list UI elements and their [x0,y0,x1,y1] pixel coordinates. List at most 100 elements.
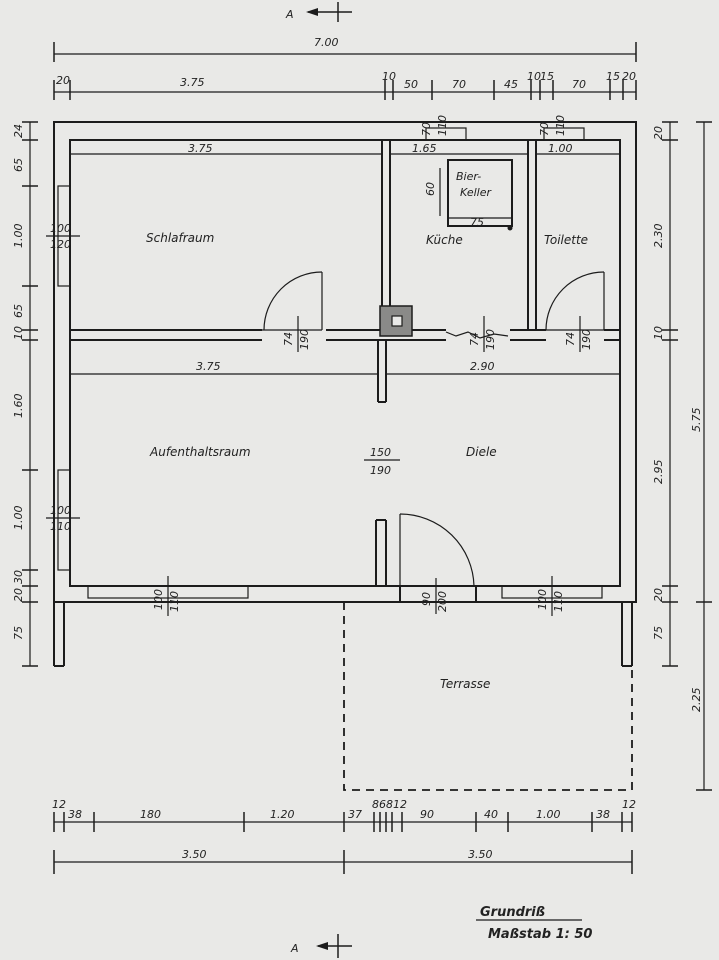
dim-bottom-10: 90 [420,808,434,821]
section-marker-top: A [285,2,352,22]
dim-right-3: 10 [652,326,665,340]
dim-top-seg-2: 3.75 [180,76,205,89]
dim-left-9: 20 [12,588,25,602]
dimension-bottom-halves: 3.50 3.50 [53,848,633,874]
section-marker-label: A [285,8,294,21]
dim-top-seg-3: 10 [382,70,396,83]
dim-bottom-1: 12 [52,798,66,811]
opening-mid-num: 150 [370,446,391,459]
dim-bottom-13: 38 [596,808,610,821]
door-kueche-den: 190 [484,329,497,350]
door-toilette-num: 74 [564,332,577,346]
dim-top-seg-5: 70 [452,78,466,91]
dim-left-3: 1.00 [12,224,25,249]
dim-right-1: 20 [652,126,665,140]
plan-scale: Maßstab 1: 50 [488,927,592,942]
dim-bottom-14: 12 [622,798,636,811]
dim-bottom-12: 1.00 [536,808,561,821]
dim-kueche-width: 1.65 [412,142,437,155]
dim-toilette-width: 1.00 [548,142,573,155]
window-left-top-num: 100 [50,222,71,235]
room-label-terrasse: Terrasse [440,677,490,691]
dim-bottom-6: 8 [372,798,379,811]
door-kueche-num: 74 [468,332,481,346]
dim-left-10: 75 [12,626,25,640]
door-terrasse-den: 200 [436,591,449,612]
window-bottom-right-den: 110 [552,591,565,612]
dim-left-2: 65 [12,158,25,172]
dim-bottom-2: 38 [68,808,82,821]
dim-bottom-half-right: 3.50 [468,848,493,861]
dim-right-total: 5.75 [690,408,703,433]
dim-left-4: 65 [12,304,25,318]
title-block: Grundriß Maßstab 1: 50 [476,905,592,942]
dim-top-seg-4: 50 [404,78,418,91]
dim-left-6: 1.60 [12,394,25,419]
terrace: Terrasse [343,602,633,791]
dim-top-seg-10: 15 [606,70,620,83]
window-left-top-den: 120 [50,238,71,251]
bierkeller: Bier- Keller 60 75 [424,159,513,231]
windows [57,127,603,599]
dim-bottom-8: 8 [386,798,393,811]
window-left-bot-num: 100 [50,504,71,517]
dim-right-5: 20 [652,588,665,602]
dim-right-6: 75 [652,626,665,640]
interior-dimensions: 3.75 1.65 1.00 3.75 2.90 [70,142,620,375]
dim-top-seg-7: 10 [527,70,541,83]
bierkeller-label-2: Keller [460,186,492,199]
section-marker-label-bottom: A [290,942,299,955]
door-terrasse-num: 90 [420,592,433,606]
opening-labels: 70 110 70 110 100 120 100 110 74 190 74 … [46,115,593,616]
window-wc-num: 70 [538,122,551,136]
dim-right-terrace: 2.25 [690,688,703,713]
bierkeller-height: 60 [424,182,437,196]
dim-bottom-4: 1.20 [270,808,295,821]
dimension-top-overall: 7.00 [53,36,637,62]
dim-left-7: 1.00 [12,506,25,531]
dimension-top-segments: 20 3.75 10 50 70 45 10 15 70 15 20 [53,70,637,100]
opening-mid-den: 190 [370,464,391,477]
outer-walls [53,121,637,667]
dim-bottom-11: 40 [484,808,498,821]
dim-overall-width: 7.00 [314,36,339,49]
dim-schlafraum-width: 3.75 [188,142,213,155]
plan-title: Grundriß [480,905,545,920]
window-bottom-left-den: 110 [168,591,181,612]
dim-top-seg-6: 45 [504,78,518,91]
dim-top-seg-8: 15 [540,70,554,83]
section-marker-bottom: A [290,934,352,958]
room-label-schlafraum: Schlafraum [146,231,214,245]
dim-top-seg-11: 20 [622,70,636,83]
dimension-left: 24 65 1.00 65 10 1.60 1.00 30 20 75 [12,121,38,667]
dim-right-2: 2.30 [652,224,665,249]
dim-right-4: 2.95 [652,460,665,485]
window-left-bot-den: 110 [50,520,71,533]
dim-left-8: 30 [12,570,25,584]
window-kueche-den: 110 [436,115,449,136]
door-schlaf-num: 74 [282,332,295,346]
dim-top-seg-1: 20 [56,74,70,87]
dimension-bottom-segments: 12 38 180 1.20 37 8 6 8 12 90 40 1.00 38… [52,798,636,832]
dim-bottom-5: 37 [348,808,362,821]
window-bottom-right-num: 100 [536,589,549,610]
dim-left-5: 10 [12,326,25,340]
door-toilette-den: 190 [580,329,593,350]
dim-aufenthalt-width: 3.75 [196,360,221,373]
bierkeller-label-1: Bier- [456,170,481,183]
window-bottom-left-num: 100 [152,589,165,610]
dim-left-1: 24 [12,124,25,138]
bierkeller-width: 75 [470,216,484,229]
dim-bottom-3: 180 [140,808,161,821]
dim-diele-width: 2.90 [470,360,495,373]
room-label-aufenthaltsraum: Aufenthaltsraum [149,445,251,459]
room-label-diele: Diele [466,445,497,459]
dim-top-seg-9: 70 [572,78,586,91]
room-label-toilette: Toilette [544,233,588,247]
window-kueche-num: 70 [420,122,433,136]
dim-bottom-9: 12 [393,798,407,811]
window-wc-den: 110 [554,115,567,136]
dim-bottom-7: 6 [379,798,386,811]
